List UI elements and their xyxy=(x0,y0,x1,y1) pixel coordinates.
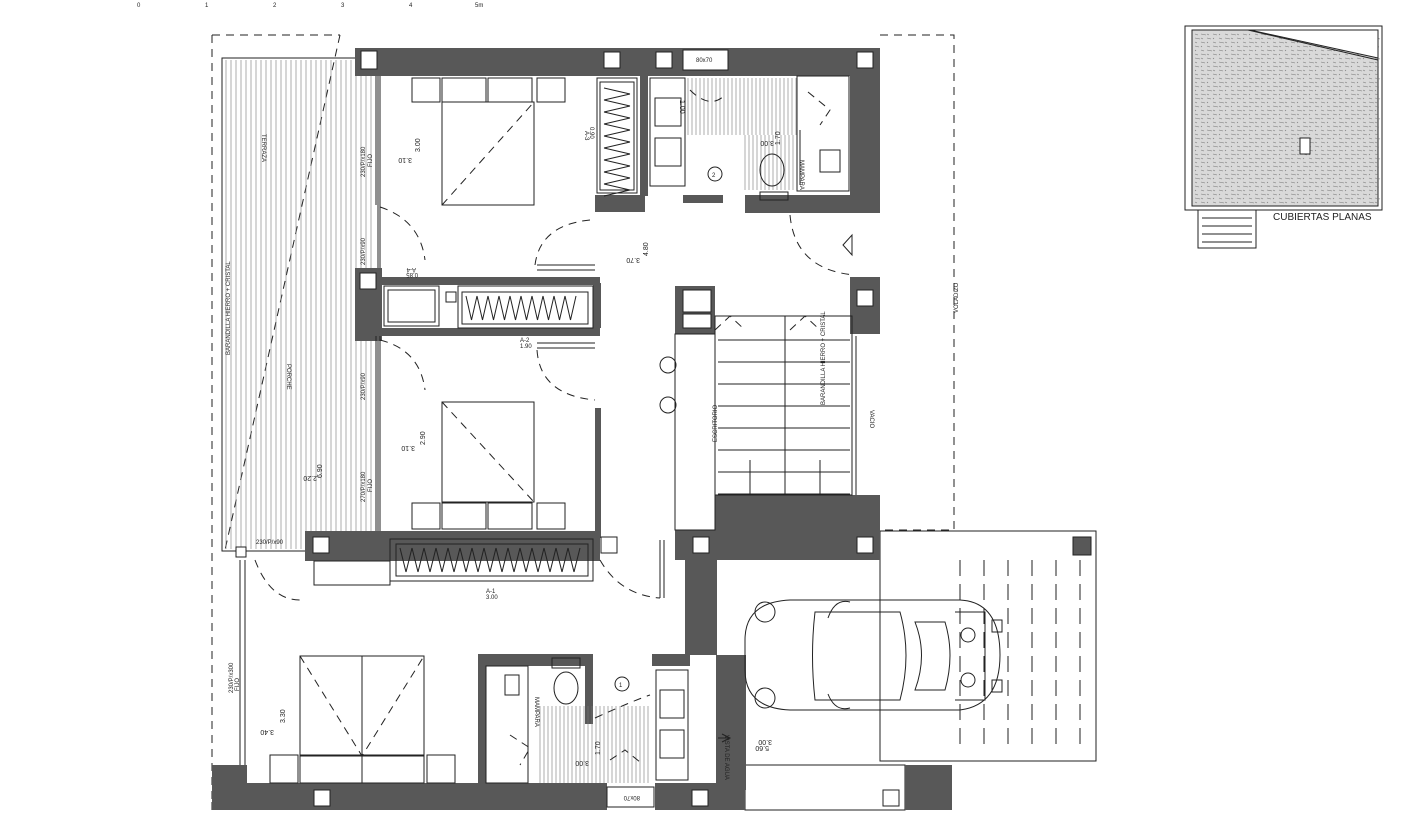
wardrobe-a2: A-2 1.90 xyxy=(457,285,596,401)
roof-plan: CUBIERTAS PLANAS xyxy=(1184,25,1383,249)
wardrobe-a1-width: 3.00 xyxy=(486,595,498,601)
walls xyxy=(212,48,952,810)
dim-300-bath1: 3.00 xyxy=(575,759,589,766)
dim-480: 4.80 xyxy=(643,242,650,256)
window-6-size: 230/P/x300 xyxy=(229,662,235,693)
window-3-size: 230/P/x90 xyxy=(361,372,367,400)
scale-tick-4: 4 xyxy=(409,3,413,9)
dim-340: 3.40 xyxy=(260,728,274,735)
dim-330: 3.30 xyxy=(280,709,287,723)
dim-170-top: 1.70 xyxy=(775,131,782,145)
window-1-fixed: FIJO xyxy=(368,154,374,167)
bath-1-number: 1 xyxy=(619,683,623,689)
outline xyxy=(211,34,1097,811)
door-size-top: 80x70 xyxy=(696,58,713,64)
wardrobe-a3-label: A-3 xyxy=(583,131,589,141)
bedroom-bottom: 3.30 3.40 xyxy=(239,560,456,784)
vista-agua-label: VISTA DE AGUA xyxy=(723,735,729,780)
bathroom-1: MAMPARA 1 1.70 3.00 xyxy=(485,657,689,784)
dim-300-garage: 3.00 xyxy=(758,738,772,745)
hall-doors: 4.80 3.70 xyxy=(534,214,856,276)
dim-300-bath2: 3.00 xyxy=(760,139,774,146)
wardrobe-a4: A-4 0.85 xyxy=(383,266,440,327)
roof-label: CUBIERTAS PLANAS xyxy=(1273,212,1372,223)
escritorio-label: ESCRITORIO xyxy=(713,404,719,442)
wardrobe-a4-label: A-4 xyxy=(406,266,416,272)
wardrobe-a1: A-1 3.00 xyxy=(254,538,665,601)
scale-tick-3: 3 xyxy=(341,3,345,9)
window-2-size: 230/P/x90 xyxy=(361,237,367,265)
terrace-labels: TERRAZA PORCHE BARANDILLA HIERRO + CRIST… xyxy=(226,134,324,481)
stair-railing-label: BARANDILLA HIERRO + CRISTAL xyxy=(821,311,827,405)
terraza-label: TERRAZA xyxy=(260,134,266,162)
scale-bar: 0 1 2 3 4 5m xyxy=(137,3,483,9)
window-4-size: 270/P/x180 xyxy=(361,471,367,502)
stair-core: ESCRITORIO BARANDILLA HIERRO + CRISTAL V… xyxy=(659,282,960,531)
terrace xyxy=(221,57,379,558)
dim-560: 5.60 xyxy=(755,744,769,751)
wardrobe-a2-width: 1.90 xyxy=(520,344,532,350)
dim-100: 1.00 xyxy=(678,100,685,114)
mampara-top: MAMPARA xyxy=(798,160,804,190)
window-4-fixed: FIJO xyxy=(368,479,374,492)
window-6-fixed: FIJO xyxy=(235,678,241,691)
wardrobe-a3-width: 0.90 xyxy=(588,127,594,139)
terrace-railing-label: BARANDILLA HIERRO + CRISTAL xyxy=(226,261,232,355)
dim-170-bot: 1.70 xyxy=(595,741,602,755)
scale-tick-1: 1 xyxy=(205,3,209,9)
garage: VISTA DE AGUA 3.00 5.60 xyxy=(718,560,1081,780)
bedroom-middle: 2.90 3.10 xyxy=(375,336,566,531)
door-frame-top xyxy=(682,49,729,71)
car-icon xyxy=(744,599,1003,711)
door-frame-bottom xyxy=(606,786,655,808)
scale-tick-0: 0 xyxy=(137,3,141,9)
vacio-label: VACIO xyxy=(868,410,874,429)
window-1-size: 230/P/x180 xyxy=(361,146,367,177)
bathroom-2: 2 MAMPARA 1.70 3.00 1.00 xyxy=(649,75,850,201)
porche-label: PORCHE xyxy=(285,364,291,390)
wardrobe-a4-width: 0.85 xyxy=(406,271,418,277)
columns xyxy=(312,50,1092,807)
bedroom-top: 3.00 3.10 xyxy=(375,76,566,268)
wardrobe-a2-label: A-2 xyxy=(520,338,530,344)
door-openings: 80x70 80x70 xyxy=(606,49,729,808)
scale-tick-5m: 5m xyxy=(475,3,483,9)
dim-690: 6.90 xyxy=(317,464,324,478)
dim-300-top: 3.00 xyxy=(415,138,422,152)
window-5-size: 230/P/x90 xyxy=(256,540,284,546)
window-labels: 230/P/x180 FIJO 230/P/x90 230/P/x90 270/… xyxy=(229,146,374,693)
wardrobe-a1-label: A-1 xyxy=(486,589,496,595)
dim-310-top: 3.10 xyxy=(398,156,412,163)
dim-310-mid: 3.10 xyxy=(401,444,415,451)
dim-290: 2.90 xyxy=(420,431,427,445)
scale-tick-2: 2 xyxy=(273,3,277,9)
dim-370: 3.70 xyxy=(626,256,640,263)
mampara-bottom: MAMPARA xyxy=(533,697,539,727)
wardrobe-a3: A-3 0.90 xyxy=(583,77,638,197)
bath-2-number: 2 xyxy=(712,173,716,179)
voladizo-label: VOLADIZO xyxy=(954,282,960,313)
door-size-bottom: 80x70 xyxy=(623,794,640,800)
dim-220: 2.20 xyxy=(303,474,317,481)
